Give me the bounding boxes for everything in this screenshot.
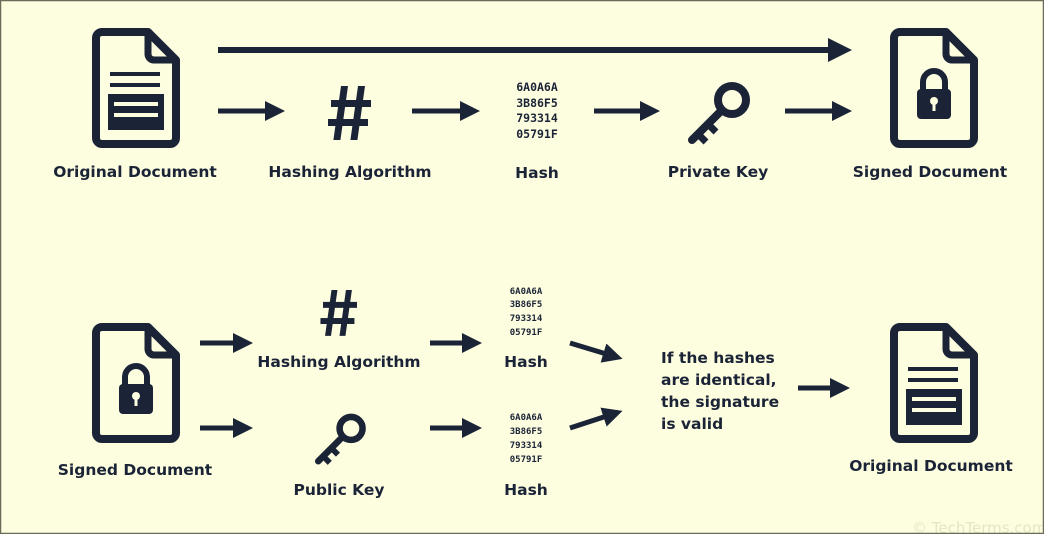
label-hashing-algorithm: Hashing Algorithm xyxy=(257,353,420,371)
svg-text:793314: 793314 xyxy=(510,314,543,324)
label-signed-document: Signed Document xyxy=(853,163,1008,181)
hash-symbol-icon xyxy=(320,290,357,336)
original-document-icon xyxy=(894,327,974,439)
svg-text:793314: 793314 xyxy=(510,441,543,451)
label-signed-document: Signed Document xyxy=(58,461,213,479)
svg-text:793314: 793314 xyxy=(516,111,558,125)
hash-symbol-icon xyxy=(328,86,371,140)
hash-value: 6A0A6A 3B86F5 793314 05791F xyxy=(516,80,558,141)
public-key-icon xyxy=(318,417,362,463)
label-original-document: Original Document xyxy=(849,457,1013,475)
svg-text:are identical,: are identical, xyxy=(661,371,777,389)
original-document-icon xyxy=(96,32,176,144)
label-private-key: Private Key xyxy=(668,163,769,181)
svg-text:3B86F5: 3B86F5 xyxy=(516,96,558,110)
svg-text:05791F: 05791F xyxy=(510,328,543,338)
private-key-icon xyxy=(692,86,746,142)
svg-text:05791F: 05791F xyxy=(510,455,543,465)
svg-text:the signature: the signature xyxy=(661,393,779,411)
svg-text:3B86F5: 3B86F5 xyxy=(510,427,543,437)
svg-text:is valid: is valid xyxy=(661,415,723,433)
hash-value: 6A0A6A 3B86F5 793314 05791F xyxy=(510,287,543,338)
arrow xyxy=(569,340,623,363)
label-hash: Hash xyxy=(504,481,548,499)
label-hashing-algorithm: Hashing Algorithm xyxy=(268,163,431,181)
signed-document-icon xyxy=(96,327,176,439)
watermark: © TechTerms.com xyxy=(912,519,1044,534)
label-hash: Hash xyxy=(504,353,548,371)
svg-text:6A0A6A: 6A0A6A xyxy=(516,80,558,94)
result-text: If the hashes are identical, the signatu… xyxy=(661,349,779,433)
svg-text:05791F: 05791F xyxy=(516,127,558,141)
label-original-document: Original Document xyxy=(53,163,217,181)
svg-text:6A0A6A: 6A0A6A xyxy=(510,287,543,297)
hash-value: 6A0A6A 3B86F5 793314 05791F xyxy=(510,413,543,465)
label-public-key: Public Key xyxy=(293,481,384,499)
svg-text:6A0A6A: 6A0A6A xyxy=(510,413,543,423)
signed-document-icon xyxy=(894,32,974,144)
svg-text:If the hashes: If the hashes xyxy=(661,349,775,367)
svg-text:3B86F5: 3B86F5 xyxy=(510,300,543,310)
label-hash: Hash xyxy=(515,164,559,182)
arrow xyxy=(569,407,623,431)
